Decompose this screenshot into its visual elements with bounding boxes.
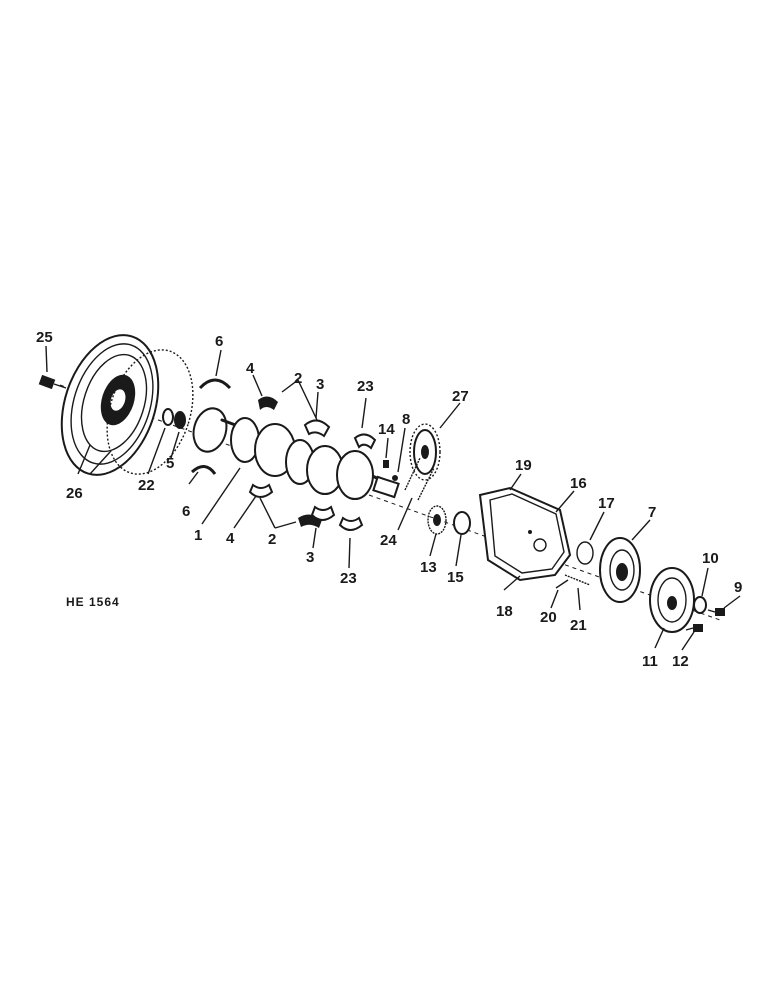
crankshaft-gear <box>409 423 441 481</box>
callout-19: 19 <box>515 457 532 474</box>
callout-20: 20 <box>540 609 557 626</box>
timing-gear-cover <box>478 486 572 582</box>
callout-5: 5 <box>166 455 174 472</box>
callout-27: 27 <box>452 388 469 405</box>
stud <box>564 574 591 586</box>
callout-26: 26 <box>66 485 83 502</box>
callout-9: 9 <box>734 579 742 596</box>
callout-6-lower: 6 <box>182 503 190 520</box>
ring-gear <box>106 349 194 475</box>
thrust-washer-lower <box>190 465 217 475</box>
callout-11: 11 <box>642 653 658 670</box>
callout-3-lower: 3 <box>306 549 314 566</box>
callout-8: 8 <box>402 411 410 428</box>
callout-23-lower: 23 <box>340 570 357 587</box>
thrust-washer-upper <box>198 378 232 390</box>
callout-4-upper: 4 <box>246 360 255 377</box>
callout-13: 13 <box>420 559 437 576</box>
washer <box>693 596 707 614</box>
figure-code: HE 1564 <box>66 595 120 609</box>
front-oil-seal <box>576 541 594 565</box>
callout-17: 17 <box>598 495 615 512</box>
oil-slinger <box>453 511 471 535</box>
callout-22: 22 <box>138 477 155 494</box>
callout-15: 15 <box>447 569 464 586</box>
upper-bearings <box>258 396 377 450</box>
lower-bearings <box>248 483 364 531</box>
callout-12: 12 <box>672 653 689 670</box>
callout-16: 16 <box>570 475 587 492</box>
callout-25: 25 <box>36 329 53 346</box>
pin <box>392 475 398 481</box>
callout-23-upper: 23 <box>357 378 374 395</box>
callout-21: 21 <box>570 617 587 634</box>
vibration-damper <box>649 567 695 633</box>
callout-4-lower: 4 <box>226 530 235 547</box>
key <box>383 460 389 468</box>
pilot-bushing <box>162 408 186 429</box>
callout-7: 7 <box>648 504 656 521</box>
callout-24: 24 <box>380 532 397 549</box>
damper-bolt <box>685 624 703 632</box>
callout-2-lower: 2 <box>268 531 276 548</box>
pulley-bolt <box>707 608 725 616</box>
flywheel-bolt <box>38 374 67 390</box>
callout-14: 14 <box>378 421 395 438</box>
callout-2-upper: 2 <box>294 370 302 387</box>
callout-6-upper: 6 <box>215 333 223 350</box>
crankshaft-pulley <box>599 537 641 603</box>
oil-pump-gear <box>427 505 447 535</box>
cover-bolt <box>555 579 569 589</box>
callout-18: 18 <box>496 603 513 620</box>
callout-3-upper: 3 <box>316 376 324 393</box>
leader-lines <box>45 345 741 651</box>
callout-10: 10 <box>702 550 719 567</box>
crankshaft <box>192 407 400 500</box>
callout-1: 1 <box>194 527 202 544</box>
flywheel <box>60 334 160 476</box>
